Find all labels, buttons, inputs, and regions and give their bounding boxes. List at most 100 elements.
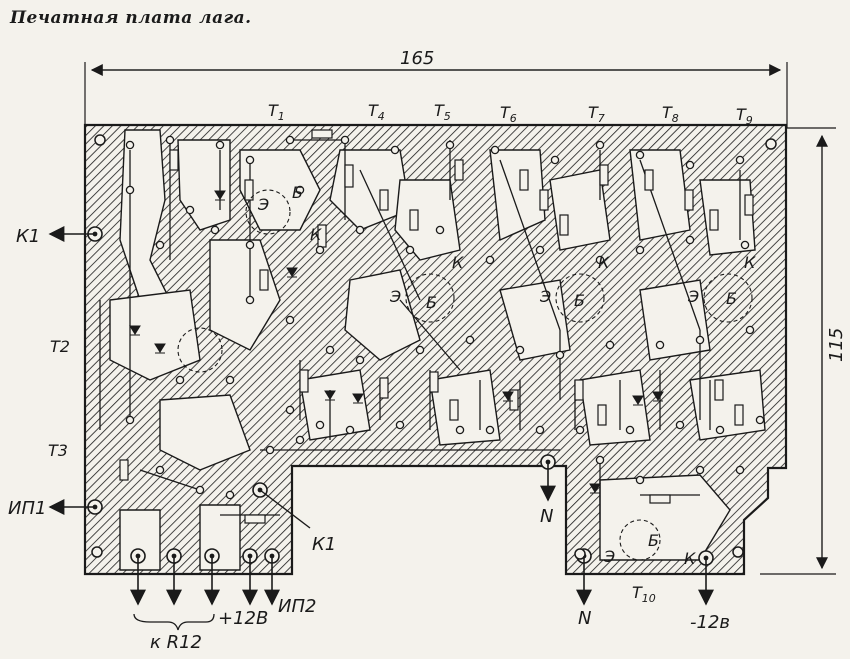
- transistor-outline: [619, 519, 661, 561]
- pad-icon: [315, 420, 325, 430]
- pcb-isolation-island: [159, 394, 251, 471]
- resistor-icon: [379, 189, 389, 211]
- mounting-hole-icon: [574, 548, 586, 560]
- diode-icon: [632, 395, 644, 406]
- pin-letters: Б К Э Б К Э Б К Э Б К Э Б К Э: [257, 183, 756, 568]
- pad-icon: [395, 420, 405, 430]
- resistor-icon: [539, 189, 549, 211]
- pad-icon: [535, 425, 545, 435]
- pcb-trace: [399, 299, 461, 371]
- pad-icon: [125, 415, 135, 425]
- pin-letter: Э: [603, 547, 615, 566]
- pad-icon: [285, 315, 295, 325]
- pad-icon: [345, 425, 355, 435]
- label-t6: T6: [500, 103, 517, 125]
- pad-icon: [535, 245, 545, 255]
- pad-icon: [185, 205, 195, 215]
- transistor-outline: [245, 189, 291, 235]
- resistor-icon: [244, 179, 254, 201]
- pad-icon: [555, 350, 565, 360]
- pad-icon: [245, 295, 255, 305]
- pcb-isolation-island: [579, 369, 651, 446]
- pad-icon: [210, 225, 220, 235]
- pin-letter: Э: [389, 287, 401, 306]
- board-outline: [83, 123, 788, 576]
- pin-letter: Б: [726, 289, 737, 308]
- pad-icon: [355, 225, 365, 235]
- resistor-icon: [559, 214, 569, 236]
- diode-icon: [129, 325, 141, 336]
- resistor-icon: [259, 269, 269, 291]
- diode-icon: [214, 190, 226, 201]
- resistor-icon: [649, 494, 671, 504]
- pad-icon: [605, 340, 615, 350]
- diode-icon: [652, 391, 664, 402]
- resistor-icon: [519, 169, 529, 191]
- pin-letter: Э: [257, 195, 269, 214]
- transistor-outline: [703, 273, 753, 323]
- pad-icon: [165, 135, 175, 145]
- pad-icon: [715, 425, 725, 435]
- width-dimension-label: 165: [400, 48, 434, 69]
- pad-icon: [315, 245, 325, 255]
- pad-icon: [635, 475, 645, 485]
- diode-icon: [286, 267, 298, 278]
- pad-icon: [195, 485, 205, 495]
- pad-icon: [355, 355, 365, 365]
- resistor-icon: [574, 379, 584, 401]
- resistor-icon: [429, 371, 439, 393]
- pad-icon: [265, 445, 275, 455]
- transistor-outline: [177, 327, 223, 373]
- label-t10: T10: [632, 583, 656, 605]
- pcb-isolation-island: [429, 369, 501, 446]
- resistor-icon: [597, 404, 607, 426]
- pad-icon: [685, 235, 695, 245]
- pcb-trace: [139, 469, 201, 491]
- pad-icon: [695, 465, 705, 475]
- height-dimension-label: 115: [826, 328, 847, 362]
- transistor-outline: [555, 273, 605, 323]
- label-n-mid: N: [540, 506, 553, 527]
- mounting-hole-icon: [91, 546, 103, 558]
- label-minus12: -12в: [690, 612, 730, 633]
- mounting-hole-icon: [765, 138, 777, 150]
- pcb-isolation-island: [119, 509, 161, 571]
- pad-icon: [755, 415, 765, 425]
- resistor-icon: [599, 164, 609, 186]
- resistor-icon: [119, 459, 129, 481]
- label-t2: Т2: [50, 337, 70, 356]
- pad-icon: [735, 155, 745, 165]
- label-t4: T4: [368, 101, 385, 123]
- pin-letter: К: [684, 549, 696, 568]
- diode-icon: [324, 390, 336, 401]
- pin-letter: К: [744, 253, 756, 272]
- dimension-width: 165: [84, 48, 788, 128]
- resistor-icon: [379, 377, 389, 399]
- resistor-icon: [409, 209, 419, 231]
- diode-icon: [589, 483, 601, 494]
- pad-icon: [445, 140, 455, 150]
- pad-icon: [635, 150, 645, 160]
- pin-letter: Б: [574, 291, 585, 310]
- pcb-isolation-island: [109, 289, 201, 381]
- diode-icon: [502, 391, 514, 402]
- pad-icon: [405, 245, 415, 255]
- pad-icon: [485, 425, 495, 435]
- pad-icon: [295, 435, 305, 445]
- pcb-isolation-island: [699, 179, 756, 256]
- label-k1-left: К1: [16, 226, 40, 247]
- pad-icon: [215, 140, 225, 150]
- pad-icon: [125, 185, 135, 195]
- transistor-labels: T1 T4 T5 T6 T7 T8 T9 Т2 Т3 T10: [48, 101, 753, 605]
- pcb-isolation-island: [119, 129, 172, 301]
- label-t1: T1: [268, 101, 285, 123]
- label-plus12: +12В: [218, 608, 268, 629]
- pcb-isolation-island: [239, 149, 321, 231]
- resistor-icon: [709, 209, 719, 231]
- pad-icon: [595, 455, 605, 465]
- pin-letter: Э: [687, 287, 699, 306]
- transistor-outline: [405, 273, 455, 323]
- pad-icon: [225, 490, 235, 500]
